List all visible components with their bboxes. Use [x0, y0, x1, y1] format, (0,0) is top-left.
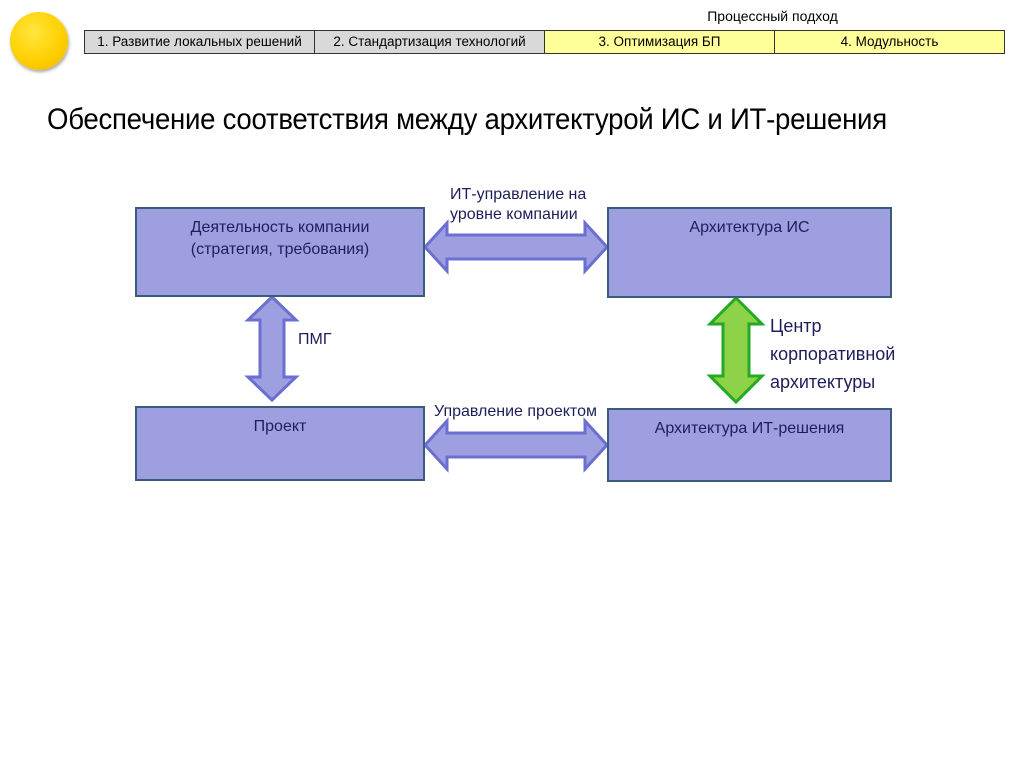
slide-title: Обеспечение соответствия между архитекту… — [47, 103, 887, 136]
project-management-arrow — [422, 417, 610, 473]
pmg-arrow — [244, 294, 300, 403]
business-box-label: Деятельность компании (стратегия, требов… — [190, 219, 370, 258]
project-box: Проект — [135, 406, 425, 481]
stage-3[interactable]: 3. Оптимизация БП — [545, 31, 775, 53]
approach-label: Процессный подход — [707, 8, 838, 24]
solution-architecture-box-label: Архитектура ИТ-решения — [654, 420, 845, 437]
business-box: Деятельность компании (стратегия, требов… — [135, 207, 425, 297]
stage-2[interactable]: 2. Стандартизация технологий — [315, 31, 545, 53]
is-architecture-box-label: Архитектура ИС — [689, 219, 810, 236]
enterprise-architecture-label: Центр корпоративной архитектуры — [770, 316, 896, 392]
stage-1[interactable]: 1. Развитие локальных решений — [85, 31, 315, 53]
is-architecture-box: Архитектура ИС — [607, 207, 892, 298]
enterprise-architecture-arrow — [706, 295, 766, 405]
stage-bar: 1. Развитие локальных решений 2. Стандар… — [84, 30, 1005, 54]
sun-logo-icon — [10, 12, 68, 70]
solution-architecture-box: Архитектура ИТ-решения — [607, 408, 892, 482]
it-governance-label: ИТ-управление на уровне компании — [450, 186, 587, 223]
stage-4[interactable]: 4. Модульность — [775, 31, 1004, 53]
project-management-label: Управление проектом — [434, 403, 597, 420]
project-box-label: Проект — [253, 418, 307, 435]
it-governance-arrow — [422, 219, 610, 275]
pmg-label: ПМГ — [298, 331, 332, 348]
